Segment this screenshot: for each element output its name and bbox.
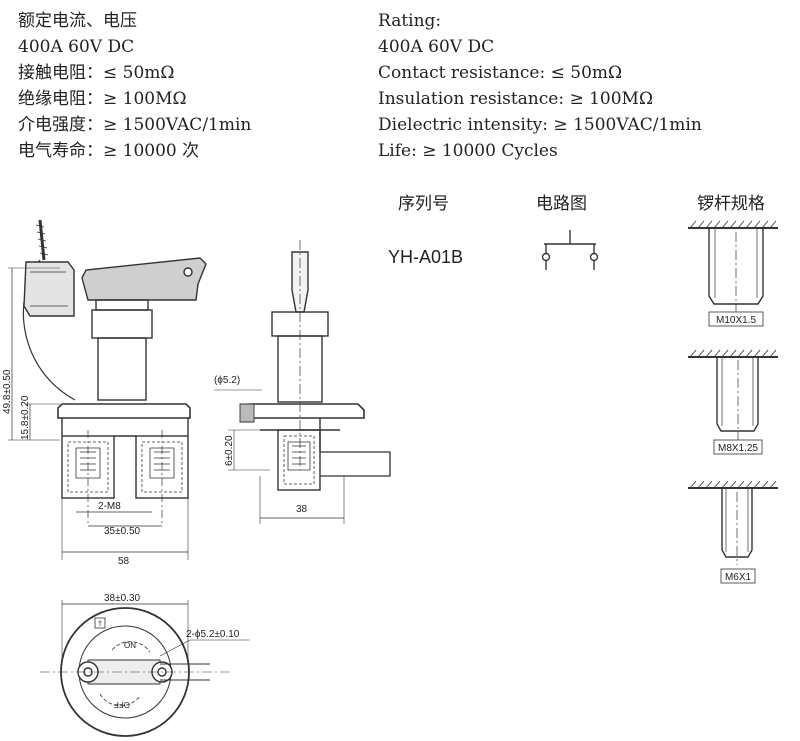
col-stud-header: 锣杆规格 (697, 194, 765, 214)
dim-2-phi: 2-ϕ5.2±0.10 (186, 629, 240, 640)
spec-en-rating: 400A 60V DC (378, 37, 495, 57)
spec-cn-contact: 接触电阻：≤ 50mΩ (18, 63, 175, 83)
switch-top-view (40, 600, 250, 737)
stud-m8-drawing (688, 349, 778, 455)
specs-cn: 额定电流、电压 400A 60V DC 接触电阻：≤ 50mΩ 绝缘电阻：≥ 1… (18, 8, 251, 164)
spec-cn-title: 额定电流、电压 (18, 11, 137, 31)
dim-phi-5-2: (ϕ5.2) (214, 375, 240, 386)
col-serial-header: 序列号 (398, 194, 449, 214)
label-off: OFF (114, 700, 130, 709)
switch-front-view (8, 219, 207, 560)
dim-49-8: 49.8±0.50 (2, 369, 13, 414)
stud-m10-label: M10X1.5 (716, 315, 756, 326)
dim-35: 35±0.50 (104, 526, 141, 537)
spec-cn-rating: 400A 60V DC (18, 37, 135, 57)
dim-6: 6±0.20 (224, 435, 235, 466)
spec-cn-life: 电气寿命：≥ 10000 次 (18, 141, 200, 161)
model-number: YH-A01B (388, 247, 464, 267)
spec-cn-dielectric: 介电强度：≥ 1500VAC/1min (18, 115, 252, 135)
dim-58: 58 (118, 556, 130, 567)
spec-en-contact: Contact resistance: ≤ 50mΩ (378, 63, 623, 83)
stud-m10-drawing (688, 220, 778, 327)
stud-m6-label: M6X1 (725, 572, 752, 583)
spec-en-insulation: Insulation resistance: ≥ 100MΩ (378, 89, 654, 109)
spec-en-life: Life: ≥ 10000 Cycles (378, 141, 558, 161)
stud-m8-label: M8X1.25 (718, 443, 758, 454)
spec-cn-insulation: 绝缘电阻：≥ 100MΩ (18, 89, 187, 109)
dim-38-top: 38±0.30 (104, 593, 141, 604)
spec-en-title: Rating: (378, 11, 442, 31)
dim-15-8: 15.8±0.20 (20, 395, 31, 440)
col-circuit-header: 电路图 (536, 194, 587, 214)
stud-m6-drawing (688, 480, 778, 584)
specs-en: Rating: 400A 60V DC Contact resistance: … (378, 8, 702, 164)
circuit-diagram (541, 230, 599, 270)
spec-en-dielectric: Dielectric intensity: ≥ 1500VAC/1min (378, 115, 702, 135)
dim-38-side: 38 (296, 504, 308, 515)
switch-side-view (214, 240, 391, 524)
label-on: ON (124, 641, 136, 650)
dim-2m8: 2-M8 (98, 501, 121, 512)
